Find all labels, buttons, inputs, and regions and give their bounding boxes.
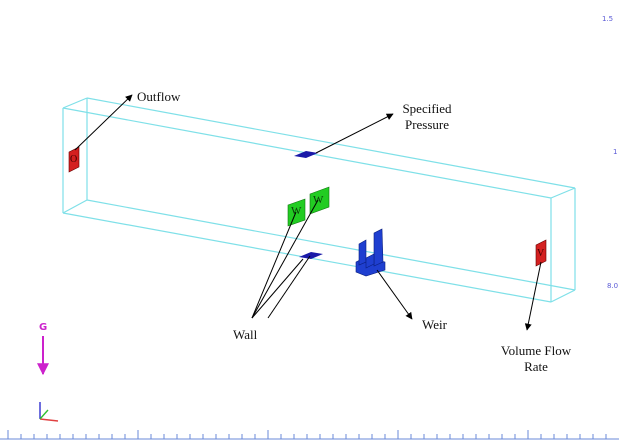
inflow-marker-letter: V [537,248,545,259]
bottom-ruler [0,430,619,440]
outflow-label: Outflow [137,89,181,104]
specified-pressure-line2: Pressure [404,117,450,132]
wall-label: Wall [233,327,258,342]
wall-marker-letter-1: W [291,205,302,217]
wall-marker-2[interactable] [309,186,330,215]
weir-label: Weir [422,317,447,332]
volume-flow-line2: Rate [524,359,548,374]
axis-triad-icon[interactable] [39,402,59,422]
specified-pressure-label: Specified Pressure [396,101,458,133]
outflow-marker-letter: O [70,154,78,165]
bottom-wall-patch[interactable] [299,252,323,259]
wall-marker-letter-2: W [313,194,324,206]
specified-pressure-line1: Specified [402,101,452,116]
volume-flow-label: Volume Flow Rate [492,343,580,375]
callout-arrows [74,94,542,331]
scale-label-mid: 1 [613,148,618,156]
scale-label-top: 1.5 [602,15,614,23]
specified-pressure-patch[interactable] [294,151,318,158]
scale-label-low: 8.0 [607,282,619,290]
gravity-label: G [39,322,48,333]
wall-marker-1[interactable] [287,198,306,227]
volume-flow-line1: Volume Flow [500,343,572,358]
volume-flow-boundary[interactable] [535,239,547,267]
